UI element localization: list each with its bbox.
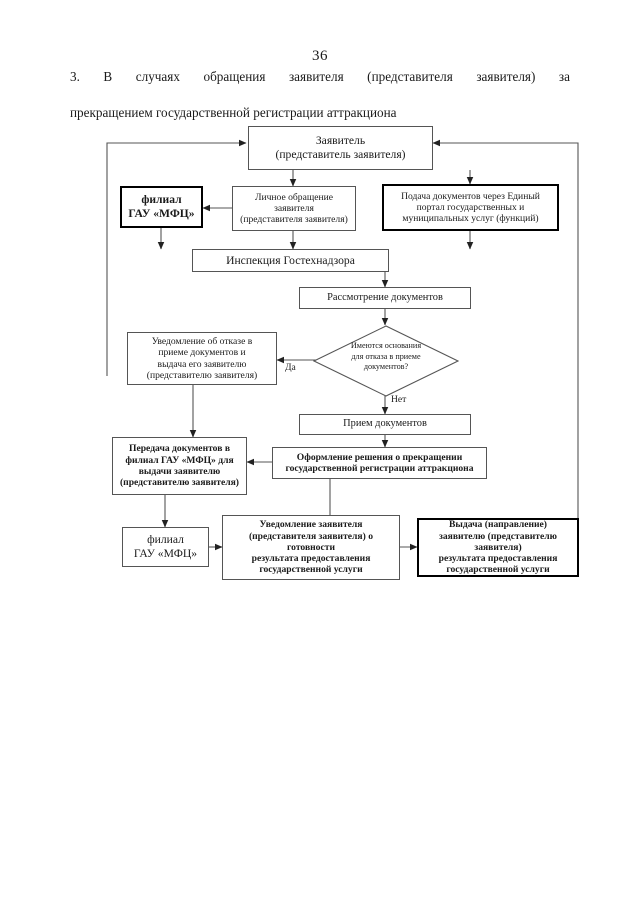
intro-line-1: 3. В случаях обращения заявителя (предст… [70, 69, 570, 84]
refusal-line-3: выдача его заявителю [157, 358, 247, 370]
accept-documents-label: Прием документов [343, 418, 427, 430]
refusal-line-4: (представителю заявителя) [146, 369, 258, 381]
mfc-top-line-1: филиал [141, 193, 182, 207]
issue-line-2: заявителю (представителю заявителя) [439, 530, 557, 553]
personal-request-line-1: Личное обращение заявителя [254, 191, 334, 214]
refusal-line-2: приеме документов и [158, 347, 246, 359]
edge-label-no: Нет [391, 394, 407, 405]
decision-text: Имеются основания для отказа в приеме до… [330, 341, 442, 373]
node-notify-ready: Уведомление заявителя (представителя зая… [222, 515, 400, 580]
mfc-bottom-line-1: филиал [147, 533, 184, 547]
node-issue-result: Выдача (направление) заявителю (представ… [417, 518, 579, 577]
personal-request-line-2: (представителя заявителя) [240, 214, 348, 226]
node-review-documents: Рассмотрение документов [299, 287, 471, 309]
forming-line-1: Оформление решения о прекращении [296, 451, 463, 463]
node-applicant: Заявитель (представитель заявителя) [248, 126, 433, 170]
node-mfc-branch-bottom: филиал ГАУ «МФЦ» [122, 527, 209, 567]
inspection-label: Инспекция Гостехнадзора [226, 253, 355, 267]
transfer-line-4: (представителю заявителя) [119, 477, 239, 489]
epgu-line-3: муниципальных услуг (функций) [402, 213, 539, 225]
notify-line-3: результата предоставления [251, 553, 371, 565]
epgu-line-2: портал государственных и [416, 201, 525, 213]
forming-line-2: государственной регистрации аттракциона [285, 463, 474, 474]
transfer-line-3: выдачи заявителю [138, 466, 221, 477]
notify-line-4: государственной услуги [259, 564, 363, 576]
node-accept-documents: Прием документов [299, 414, 471, 435]
edge-label-yes: Да [285, 362, 296, 373]
node-decision-forming: Оформление решения о прекращении государ… [272, 447, 487, 479]
intro-line-2: прекращением государственной регистрации… [70, 105, 397, 120]
notify-line-1: Уведомление заявителя [259, 519, 363, 531]
decision-line-2: для отказа в приеме [351, 351, 421, 361]
node-transfer-documents: Передача документов в филиал ГАУ «МФЦ» д… [112, 437, 247, 495]
applicant-line-1: Заявитель [315, 134, 366, 148]
intro-paragraph: 3. В случаях обращения заявителя (предст… [70, 68, 570, 122]
node-mfc-branch-top: филиал ГАУ «МФЦ» [120, 186, 203, 228]
refusal-line-1: Уведомление об отказе в [151, 335, 253, 347]
decision-line-1: Имеются основания [350, 341, 422, 350]
node-refusal-notice: Уведомление об отказе в приеме документо… [127, 332, 277, 385]
epgu-line-1: Подача документов через Единый [401, 190, 540, 202]
decision-line-3: документов? [363, 362, 409, 372]
node-epgu-submission: Подача документов через Единый портал го… [382, 184, 559, 231]
transfer-line-1: Передача документов в [129, 443, 230, 455]
node-decision-diamond [313, 325, 459, 397]
transfer-line-2: филиал ГАУ «МФЦ» для [125, 454, 234, 466]
mfc-top-line-2: ГАУ «МФЦ» [128, 207, 195, 220]
applicant-line-2: (представитель заявителя) [275, 148, 406, 161]
issue-line-1: Выдача (направление) [448, 519, 548, 531]
review-documents-label: Рассмотрение документов [327, 291, 443, 303]
page-number: 36 [312, 48, 328, 64]
issue-line-4: государственной услуги [446, 564, 550, 576]
issue-line-3: результата предоставления [438, 553, 558, 565]
node-personal-request: Личное обращение заявителя (представител… [232, 186, 356, 231]
node-inspection: Инспекция Гостехнадзора [192, 249, 389, 272]
mfc-bottom-line-2: ГАУ «МФЦ» [133, 547, 198, 560]
notify-line-2: (представителя заявителя) о готовности [248, 530, 374, 553]
